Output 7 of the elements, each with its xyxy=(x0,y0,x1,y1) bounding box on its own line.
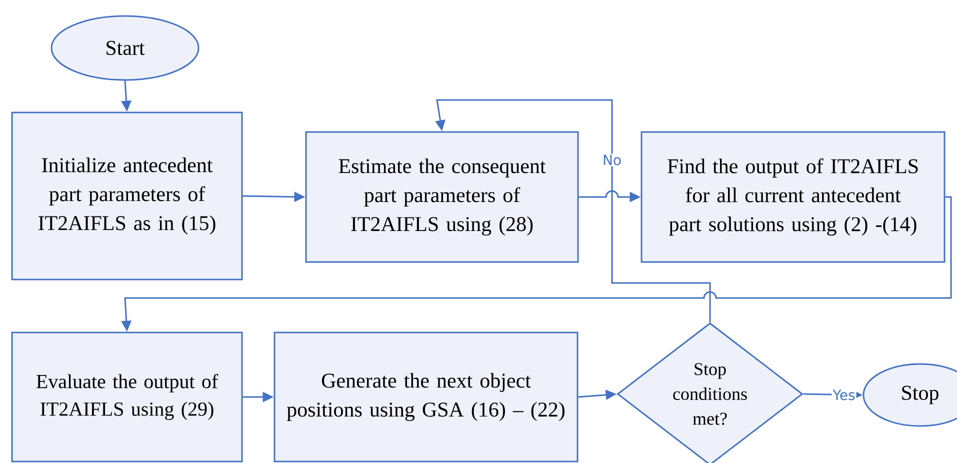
process-box: Initialize antecedent part parameters of IT2AIFLS as in (15) xyxy=(11,112,243,280)
process-box: Find the output of IT2AIFLS for all current antecedent part solutions using (2) -(14) xyxy=(640,131,946,263)
edge-label: No xyxy=(602,154,623,166)
process-box: Estimate the consequent part parameters of IT2AIFLS using (28) xyxy=(305,131,579,263)
process-box: Generate the next object positions using GSA (16) – (22) xyxy=(274,332,578,462)
process-box: Evaluate the output of IT2AIFLS using (29) xyxy=(11,332,243,462)
edge-label: Yes xyxy=(832,388,856,402)
